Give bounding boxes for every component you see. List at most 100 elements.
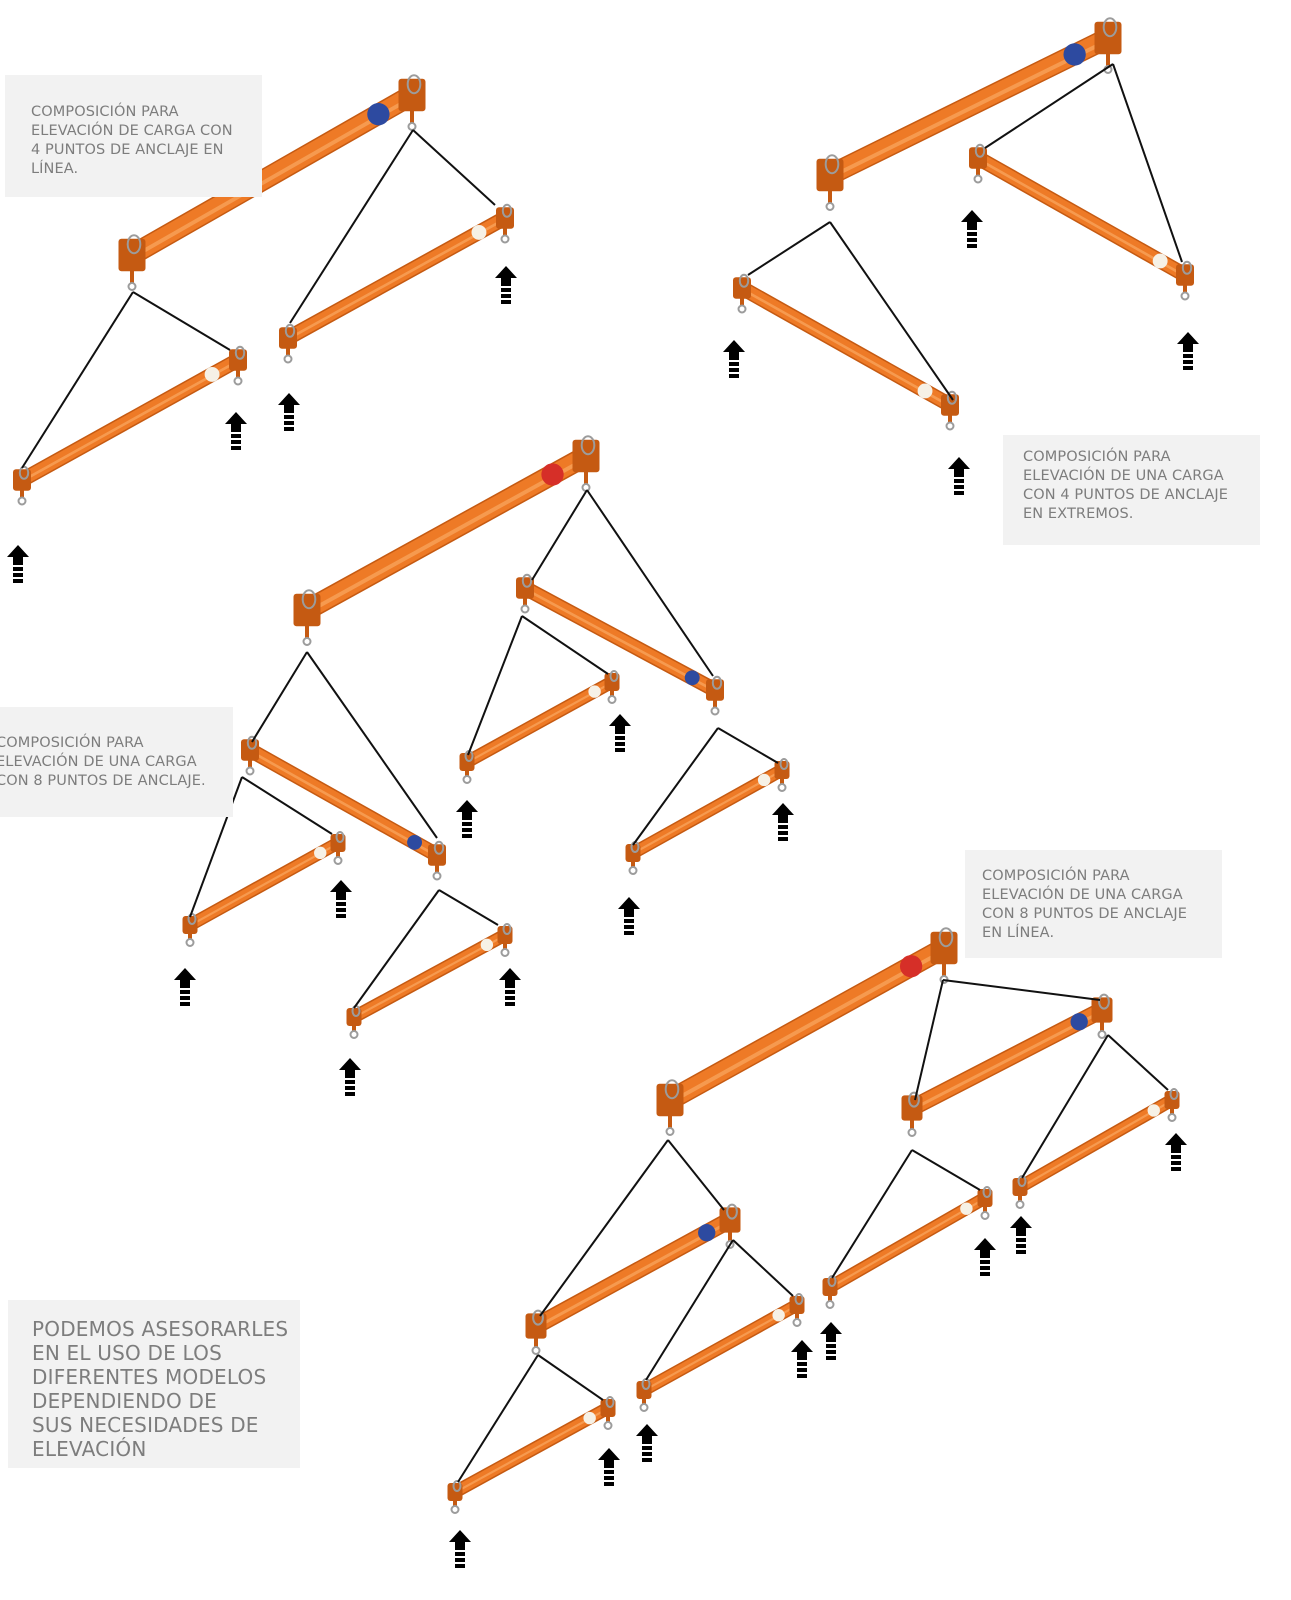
beam-collar [960, 1202, 972, 1214]
sling-cable [1108, 1035, 1168, 1090]
lift-arrow-icon [772, 803, 794, 841]
arrow-bar [180, 1002, 190, 1006]
arrow-bar [1016, 1250, 1026, 1254]
lifting-point-ring [630, 867, 637, 874]
arrow-bar [180, 990, 190, 994]
spreader-beam [817, 18, 1122, 210]
arrow-bar [336, 902, 346, 906]
sling-cable [538, 1355, 603, 1400]
arrow-bar [345, 1080, 355, 1084]
arrow-bar [455, 1564, 465, 1568]
lift-arrow-icon [7, 545, 29, 583]
arrow-bar [462, 822, 472, 826]
arrow-bar [778, 831, 788, 835]
beam-collar [205, 367, 220, 382]
caption-line: PODEMOS ASESORARLES [32, 1317, 292, 1341]
caption-line: SUS NECESIDADES DE [32, 1413, 292, 1437]
lift-arrow-icon [618, 897, 640, 935]
caption-eight-points-line: COMPOSICIÓN PARA ELEVACIÓN DE UNA CARGA … [965, 850, 1222, 958]
arrow-bar [1016, 1238, 1026, 1242]
caption-four-points-line: COMPOSICIÓN PARA ELEVACIÓN DE CARGA CON … [5, 75, 262, 197]
arrow-head [820, 1322, 842, 1342]
beam-collar [541, 463, 563, 485]
diagram-four-points-ends [723, 18, 1199, 495]
arrow-bar [231, 440, 241, 444]
caption-line: 4 PUNTOS DE ANCLAJE EN [31, 141, 254, 160]
arrow-head [961, 210, 983, 230]
beam-collar [1153, 254, 1168, 269]
beam-collar [1148, 1104, 1160, 1116]
arrow-bar [980, 1260, 990, 1264]
lift-arrow-icon [791, 1340, 813, 1378]
spreader-beam [1013, 1089, 1180, 1208]
arrow-bar [954, 485, 964, 489]
caption-line: COMPOSICIÓN PARA [982, 867, 1216, 886]
lifting-point-ring [975, 176, 982, 183]
caption-line: ELEVACIÓN DE UNA CARGA [1023, 467, 1254, 486]
lifting-point-ring [1182, 293, 1189, 300]
sling-cable [532, 490, 587, 580]
lift-arrow-icon [339, 1058, 361, 1096]
sling-cable [439, 890, 498, 925]
caption-line: COMPOSICIÓN PARA [1023, 448, 1254, 467]
lifting-point-ring [909, 1129, 916, 1136]
lift-arrow-icon [961, 210, 983, 248]
caption-line: ELEVACIÓN DE CARGA CON [31, 122, 254, 141]
arrow-bar [1016, 1244, 1026, 1248]
lifting-point-ring [827, 203, 834, 210]
arrow-head [278, 393, 300, 413]
lift-arrow-icon [330, 880, 352, 918]
arrow-bar [967, 244, 977, 248]
arrow-bar [980, 1272, 990, 1276]
arrow-head [449, 1530, 471, 1550]
arrow-head [174, 968, 196, 988]
arrow-bar [345, 1092, 355, 1096]
beam-collar [685, 670, 700, 685]
lift-arrow-icon [609, 714, 631, 752]
arrow-bar [826, 1350, 836, 1354]
arrow-bar [729, 374, 739, 378]
sling-cable [912, 1150, 980, 1190]
lift-arrow-icon [974, 1238, 996, 1276]
arrow-bar [1183, 354, 1193, 358]
spreader-beam [448, 1397, 616, 1513]
arrow-bar [615, 748, 625, 752]
lift-arrow-icon [1165, 1133, 1187, 1171]
arrow-bar [624, 925, 634, 929]
lift-arrow-icon [278, 393, 300, 431]
lifting-point-ring [409, 123, 416, 130]
lift-arrow-icon [723, 340, 745, 378]
spreader-beam [733, 275, 959, 430]
lift-arrow-icon [636, 1424, 658, 1462]
lifting-point-ring [522, 606, 529, 613]
arrow-bar [284, 427, 294, 431]
arrow-head [456, 800, 478, 820]
arrow-head [791, 1340, 813, 1360]
arrow-bar [980, 1266, 990, 1270]
arrow-bar [501, 288, 511, 292]
sling-cable [252, 652, 307, 742]
lifting-point-ring [304, 638, 311, 645]
beam-collar [1071, 1013, 1088, 1030]
beam-collar [314, 847, 326, 859]
lifting-point-ring [464, 776, 471, 783]
caption-line: CON 8 PUNTOS DE ANCLAJE [982, 905, 1216, 924]
arrow-head [772, 803, 794, 823]
lift-arrow-icon [948, 457, 970, 495]
arrow-bar [967, 232, 977, 236]
arrow-bar [462, 828, 472, 832]
beam-collar [588, 685, 600, 697]
spreader-beam [902, 995, 1113, 1136]
arrow-bar [1171, 1155, 1181, 1159]
lifting-point-ring [641, 1404, 648, 1411]
arrow-bar [1183, 360, 1193, 364]
lifting-point-ring [605, 1422, 612, 1429]
beam-collar [918, 384, 933, 399]
arrow-bar [505, 996, 515, 1000]
beam-collar [407, 835, 422, 850]
sling-cable [943, 980, 1100, 1000]
arrow-head [598, 1448, 620, 1468]
arrow-bar [231, 446, 241, 450]
lift-arrow-icon [174, 968, 196, 1006]
arrow-bar [462, 834, 472, 838]
